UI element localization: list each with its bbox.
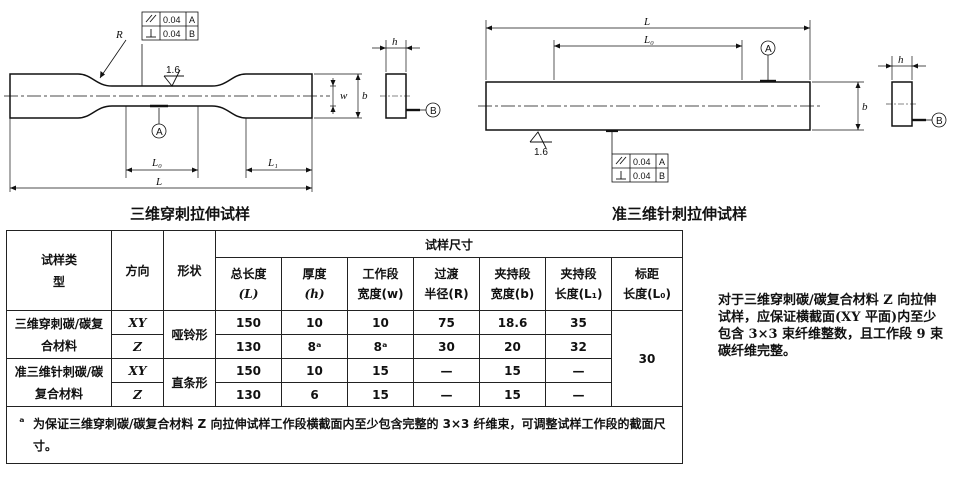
datum-b-label: B [430,106,437,117]
value-cell: — [545,382,612,407]
r-b-label: b [862,101,868,113]
r-tol1-ref: A [659,157,665,167]
dumbbell-specimen-figure: R w b L₀ L₁ L h 0.04 A 0.04 B 1.6 A B [0,0,460,200]
surface-finish-label: 1.6 [166,65,180,76]
value-cell: 15 [347,358,414,383]
value-cell: 75 [413,310,480,335]
dir-cell: Z [111,382,164,407]
tol2-ref: B [189,29,195,39]
value-cell: 35 [545,310,612,335]
tol1-value: 0.04 [163,15,181,25]
r-surface-label: 1.6 [534,147,548,158]
header-col-grip-width: 夹持段宽度(b) [479,257,546,311]
r-datum-a-label: A [765,44,772,55]
value-cell: 130 [215,382,282,407]
gauge-length-cell: 30 [610,310,684,407]
group-type-cell: 三维穿刺碳/碳复合材料 [6,310,112,359]
r-h-label: h [898,54,904,66]
r-tol2-value: 0.04 [633,171,651,181]
table-footnote: ᵃ 为保证三维穿刺碳/碳复合材料 Z 向拉伸试样工作段横截面内至少包含完整的 3… [5,406,684,464]
value-cell: 15 [347,382,414,407]
table-row: 准三维针刺碳/碳复合材料 XY 直条形 150 10 15 — 15 — [6,358,683,407]
header-type: 试样类型 [6,230,112,311]
dir-cell: Z [111,334,164,359]
dir-cell: XY [111,310,164,335]
value-cell: 8ᵃ [347,334,414,359]
straight-specimen-figure: L L₀ b h A 1.6 0.04 A 0.04 B B [472,0,960,200]
r-l-label: L [643,16,650,28]
value-cell: 6 [281,382,348,407]
header-col-radius: 过渡半径(R) [413,257,480,311]
r-tol2-ref: B [659,171,665,181]
value-cell: 15 [479,358,546,383]
specimen-dimension-table: 试样类型 方向 形状 试样尺寸 总长度(L) 厚度(h) 工作段宽度(w) 过渡… [5,230,684,464]
dir-cell: XY [111,358,164,383]
value-cell: 15 [479,382,546,407]
table-row: 三维穿刺碳/碳复合材料 XY 哑铃形 150 10 10 75 18.6 35 … [6,310,684,407]
group-type-cell: 准三维针刺碳/碳复合材料 [6,358,112,407]
shape-cell: 哑铃形 [163,310,216,359]
datum-a-label: A [156,127,163,138]
header-col-total-length: 总长度(L) [215,257,282,311]
value-cell: 20 [479,334,546,359]
radius-label: R [115,29,123,41]
tol1-ref: A [189,15,195,25]
value-cell: 10 [281,310,348,335]
side-note: 对于三维穿刺碳/碳复合材料 Z 向拉伸试样，应保证横截面(XY 平面)内至少包含… [718,293,944,359]
l-label: L [155,176,162,188]
r-datum-b-label: B [936,116,943,127]
value-cell: 150 [215,358,282,383]
value-cell: — [413,358,480,383]
footnote-mark: ᵃ [19,415,25,429]
l0-label: L₀ [151,157,162,169]
value-cell: 32 [545,334,612,359]
left-figure-caption: 三维穿刺拉伸试样 [130,205,251,223]
header-shape: 形状 [163,230,216,311]
value-cell: — [413,382,480,407]
header-dimensions: 试样尺寸 [214,230,684,258]
header-col-work-width: 工作段宽度(w) [347,257,414,311]
value-cell: 30 [413,334,480,359]
header-col-gauge-length: 标距长度(L₀) [610,257,684,311]
value-cell: 10 [281,358,348,383]
tol2-value: 0.04 [163,29,181,39]
header-col-grip-length: 夹持段长度(L₁) [545,257,612,311]
h-label: h [392,36,398,48]
b-label: b [362,90,368,102]
table-row: Z 130 8ᵃ 8ᵃ 30 20 32 [7,334,683,359]
value-cell: 8ᵃ [281,334,348,359]
r-l0-label: L₀ [643,34,654,46]
value-cell: — [545,358,612,383]
value-cell: 10 [347,310,414,335]
header-direction: 方向 [111,230,164,311]
value-cell: 150 [215,310,282,335]
shape-cell: 直条形 [163,358,216,407]
header-col-thickness: 厚度(h) [281,257,348,311]
right-figure-caption: 准三维针刺拉伸试样 [612,205,748,223]
value-cell: 18.6 [479,310,546,335]
footnote-text: 为保证三维穿刺碳/碳复合材料 Z 向拉伸试样工作段横截面内至少包含完整的 3×3… [33,417,666,453]
l1-label: L₁ [267,157,278,169]
w-label: w [340,90,348,102]
value-cell: 130 [215,334,282,359]
r-tol1-value: 0.04 [633,157,651,167]
